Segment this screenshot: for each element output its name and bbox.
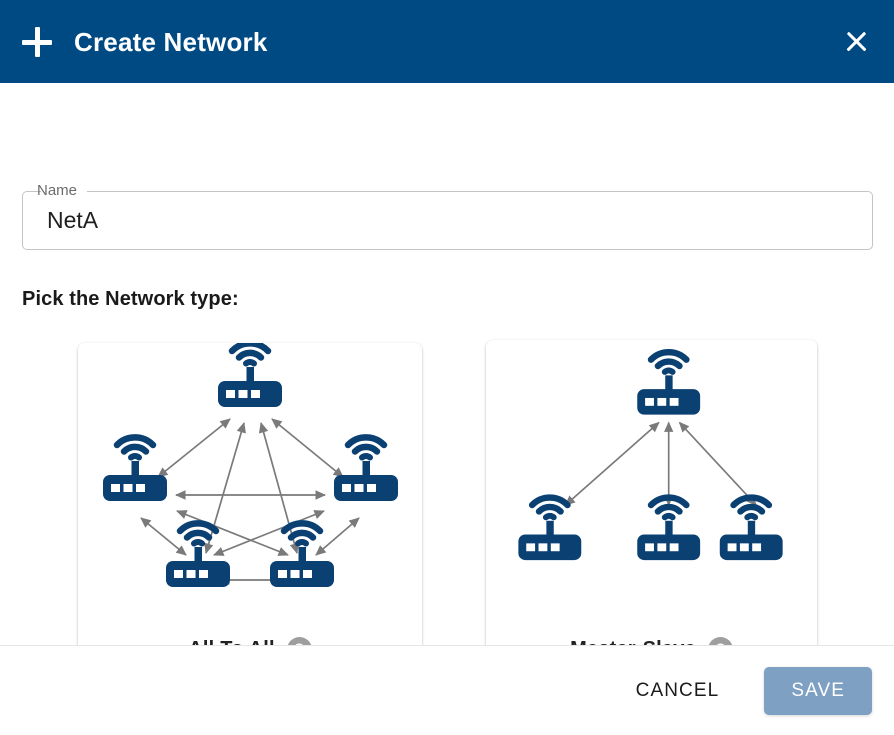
cancel-button[interactable]: CANCEL	[619, 669, 737, 713]
help-icon[interactable]: ?	[286, 637, 312, 645]
help-icon[interactable]: ?	[707, 637, 733, 645]
dialog-header: Create Network	[0, 0, 894, 83]
network-type-options: All To All ?	[0, 340, 894, 645]
network-type-card-master-slave[interactable]: Master-Slave ?	[486, 340, 817, 645]
name-field-wrapper: Name	[22, 191, 873, 250]
master-slave-diagram	[486, 340, 817, 620]
network-type-label: All To All	[188, 638, 274, 645]
dialog-title: Create Network	[74, 26, 268, 57]
dialog-footer: CANCEL SAVE	[0, 645, 894, 735]
close-icon[interactable]	[836, 22, 876, 62]
plus-icon	[20, 25, 54, 59]
all-to-all-diagram	[78, 343, 422, 623]
dialog-content: Name Name Pick the Network type:	[0, 83, 894, 645]
network-type-card-all-to-all[interactable]: All To All ?	[78, 343, 422, 645]
save-button[interactable]: SAVE	[764, 666, 872, 715]
card-footer-all-to-all: All To All ?	[78, 637, 422, 645]
section-heading: Pick the Network type:	[22, 288, 239, 310]
name-input[interactable]	[23, 192, 872, 249]
network-type-label: Master-Slave	[570, 638, 696, 645]
card-footer-master-slave: Master-Slave ?	[486, 637, 817, 645]
